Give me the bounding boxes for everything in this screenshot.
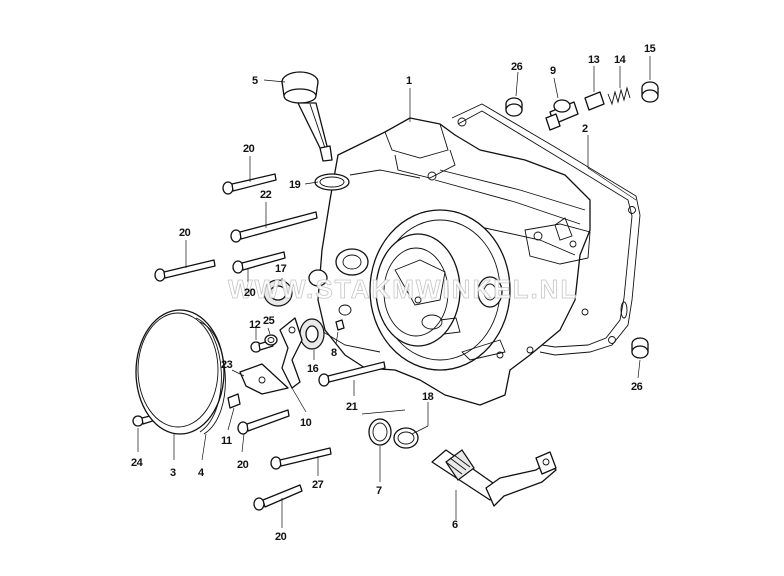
callout-20-lower: 20 (237, 459, 249, 471)
gasket (451, 103, 641, 356)
callout-22: 22 (260, 189, 272, 201)
callout-8: 8 (331, 347, 337, 359)
callout-6: 6 (452, 519, 458, 531)
callout-25: 25 (263, 315, 275, 327)
callout-23: 23 (221, 359, 233, 371)
callout-20-middle: 20 (244, 287, 256, 299)
watermark-text: WWW.STAKMWINKEL.NL (228, 274, 578, 304)
right-side-parts (505, 81, 659, 359)
callout-21: 21 (346, 401, 358, 413)
callout-24: 24 (131, 457, 144, 469)
callout-5: 5 (252, 75, 258, 87)
callout-12: 12 (249, 319, 261, 331)
callout-18: 18 (422, 391, 434, 403)
callout-20-top: 20 (243, 143, 255, 155)
callout-13: 13 (588, 54, 600, 66)
callout-9: 9 (550, 65, 556, 77)
oil-seal (263, 279, 293, 307)
callout-1: 1 (406, 75, 412, 87)
callout-26-top: 26 (511, 61, 523, 73)
small-fasteners (227, 319, 345, 409)
seal (299, 318, 325, 350)
callout-19: 19 (289, 179, 301, 191)
oil-filler-cap-dipstick (281, 71, 333, 162)
callout-26-bottom: 26 (631, 381, 643, 393)
callout-11: 11 (221, 435, 232, 447)
bolts (132, 173, 386, 511)
callout-10: 10 (300, 417, 312, 429)
right-crankcase-cover (308, 117, 591, 406)
callout-7: 7 (376, 485, 382, 497)
callout-20-left: 20 (179, 227, 191, 239)
callout-15: 15 (644, 43, 656, 55)
callout-16: 16 (307, 363, 319, 375)
callout-14: 14 (614, 54, 627, 66)
inspection-cover (135, 309, 226, 435)
callout-4: 4 (198, 467, 205, 479)
callout-20-bottom: 20 (275, 531, 287, 543)
bracket-plate (279, 317, 303, 389)
callout-3: 3 (170, 467, 176, 479)
callout-17: 17 (275, 263, 287, 275)
kick-starter-shaft (368, 418, 557, 507)
callout-2: 2 (582, 123, 588, 135)
o-ring (314, 173, 350, 191)
leader-lines (137, 56, 651, 528)
callout-27: 27 (312, 479, 324, 491)
callout-labels: 1 2 3 4 5 6 7 8 9 10 11 12 13 14 15 16 1… (131, 43, 656, 543)
